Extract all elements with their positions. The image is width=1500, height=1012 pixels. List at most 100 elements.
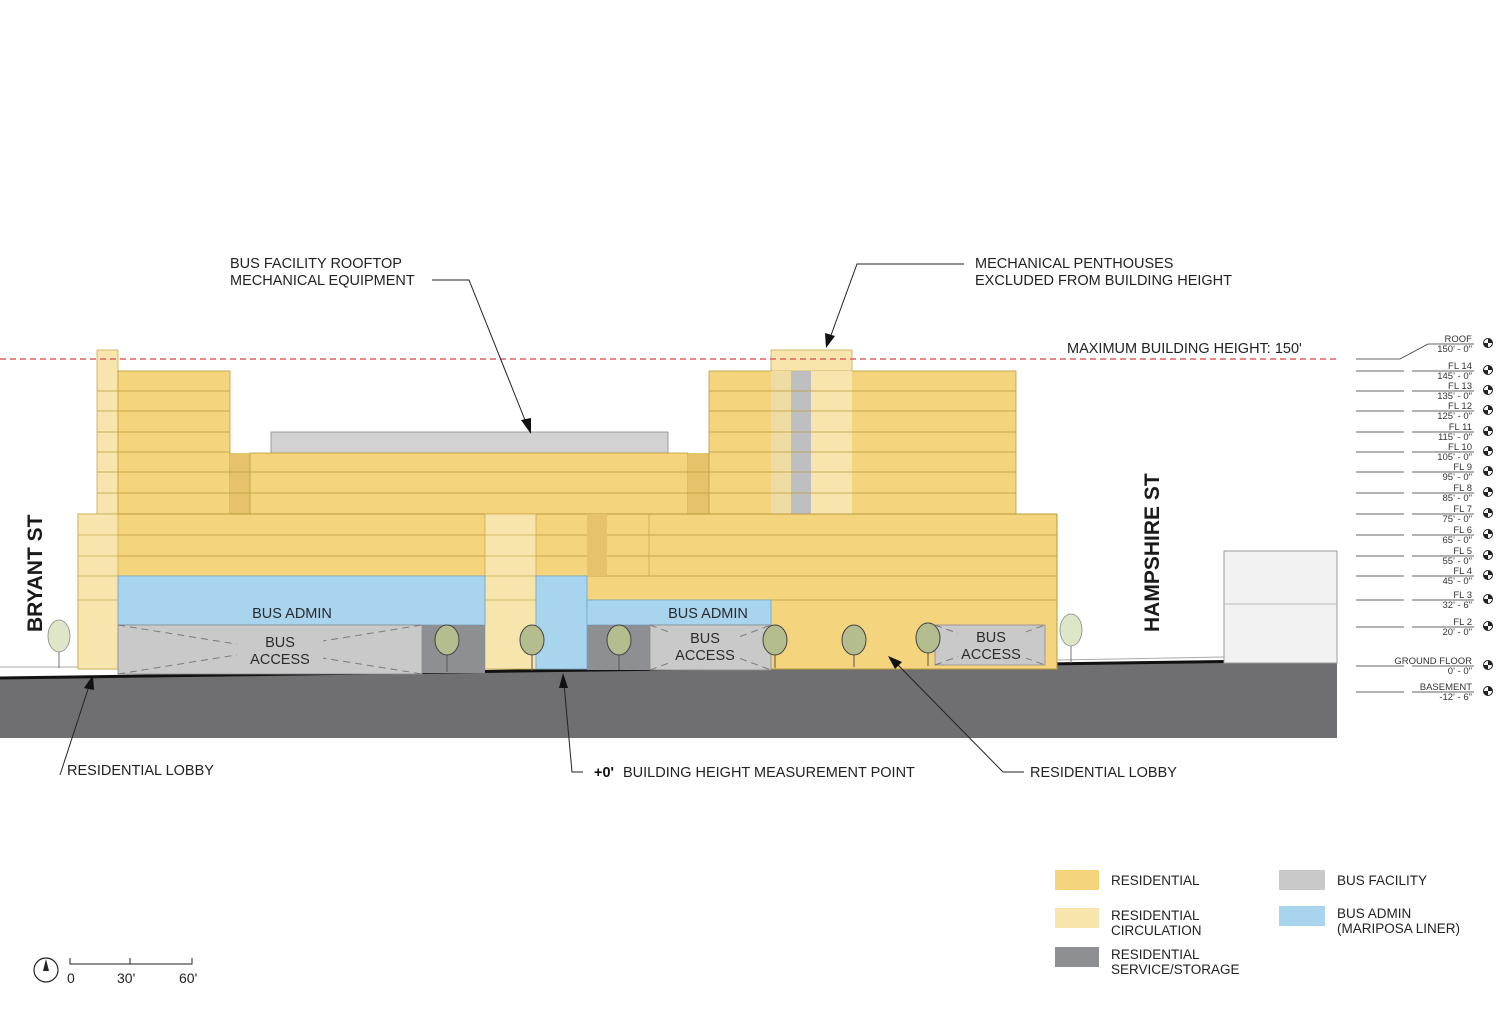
bus-access-1-label-a: BUS — [265, 635, 295, 651]
level-name: FL 11 — [1449, 422, 1472, 433]
street-hampshire: HAMPSHIRE ST — [1141, 473, 1164, 632]
level-elevation: 55' - 0" — [1443, 556, 1472, 567]
tree-icon — [434, 624, 460, 672]
bus-admin-block-center — [535, 575, 588, 670]
level-elevation: 45' - 0" — [1443, 576, 1472, 587]
level-elevation: 105' - 0" — [1437, 452, 1472, 463]
center-bar-shadow — [230, 453, 250, 514]
level-name: FL 6 — [1453, 525, 1472, 536]
podium-shadow-center — [587, 514, 607, 576]
legend-label-bus-facility: BUS FACILITY — [1337, 873, 1428, 888]
center-bar — [249, 452, 689, 515]
rooftop-callout-line2: MECHANICAL EQUIPMENT — [230, 273, 415, 289]
scale-line — [69, 958, 193, 965]
right-tower-circulation-b — [811, 371, 852, 514]
level-name: FL 7 — [1453, 504, 1472, 515]
legend-bus-admin-line2: (MARIPOSA LINER) — [1337, 921, 1461, 936]
level-elevation: 32' - 6" — [1443, 600, 1472, 611]
level-name: FL 14 — [1448, 361, 1472, 372]
legend-swatch-service — [1055, 947, 1099, 967]
measure-point-label: BUILDING HEIGHT MEASUREMENT POINT — [623, 765, 915, 781]
level-marker: BASEMENT-12' - 6" — [1356, 682, 1493, 703]
rooftop-callout-line1: BUS FACILITY ROOFTOP — [230, 256, 402, 272]
bus-access-3-label-b: ACCESS — [961, 647, 1021, 663]
bus-admin-block-1 — [117, 575, 486, 626]
lobby-left-leader — [59, 685, 90, 776]
bus-access-3-label-bg — [958, 628, 1026, 662]
level-name: FL 8 — [1453, 483, 1472, 494]
level-marker: FL 665' - 0" — [1356, 525, 1493, 546]
legend-circulation-line1: RESIDENTIAL — [1111, 908, 1200, 923]
level-elevation: 125' - 0" — [1437, 411, 1472, 422]
legend-swatch-bus-facility — [1279, 870, 1325, 890]
tree-icon — [47, 619, 71, 668]
measure-point-leader — [563, 683, 583, 773]
arrowhead-icon — [521, 418, 531, 434]
legend-bus-facility: BUS FACILITY — [1279, 870, 1487, 890]
level-name: GROUND FLOOR — [1394, 656, 1472, 667]
level-name: FL 4 — [1453, 566, 1472, 577]
level-elevation: -12' - 6" — [1439, 692, 1472, 703]
bus-access-2-label-bg — [670, 628, 740, 664]
tree-icon — [762, 624, 788, 668]
arrowhead-icon — [888, 656, 902, 669]
level-name: FL 2 — [1453, 617, 1472, 628]
street-trees — [47, 613, 1083, 672]
level-target-icon — [1483, 594, 1493, 604]
level-target-icon — [1483, 487, 1493, 497]
level-name: FL 5 — [1453, 546, 1472, 557]
scale-tick-30: 30' — [117, 970, 135, 986]
level-elevation: 75' - 0" — [1443, 514, 1472, 525]
tree-icon — [841, 624, 867, 667]
level-marker: FL 445' - 0" — [1356, 566, 1493, 587]
level-target-icon — [1483, 338, 1493, 348]
level-elevation: 85' - 0" — [1443, 493, 1472, 504]
level-elevation: 145' - 0" — [1437, 371, 1472, 382]
legend-circulation-line2: CIRCULATION — [1111, 923, 1202, 938]
level-target-icon — [1483, 446, 1493, 456]
bus-access-1-label-b: ACCESS — [250, 652, 310, 668]
level-marker: FL 885' - 0" — [1356, 483, 1493, 504]
arrowhead-icon — [559, 673, 568, 688]
ground-section — [0, 660, 1337, 738]
arrowhead-icon — [84, 675, 94, 690]
level-marker: FL 995' - 0" — [1356, 462, 1493, 483]
legend-label-bus-admin: BUS ADMIN(MARIPOSA LINER) — [1337, 906, 1487, 936]
bus-access-1-label-bg — [237, 632, 323, 668]
legend-swatch-circulation — [1055, 908, 1099, 928]
north-arrow-icon — [33, 957, 59, 983]
level-target-icon — [1483, 405, 1493, 415]
right-tower-floor-lines — [709, 390, 1016, 494]
center-bar-shadow-right — [688, 453, 709, 514]
level-marker: FL 220' - 0" — [1356, 617, 1493, 638]
bus-admin-label-1: BUS ADMIN — [252, 606, 332, 622]
legend-swatch-bus-admin — [1279, 906, 1325, 926]
legend-service-line2: SERVICE/STORAGE — [1111, 962, 1240, 977]
scale-bar: 0 30' 60' — [33, 957, 197, 986]
right-tower-circulation-a — [771, 371, 791, 514]
bus-admin-label-2: BUS ADMIN — [668, 606, 748, 622]
lobby-left-label: RESIDENTIAL LOBBY — [67, 763, 214, 779]
bus-access-1-hatch — [117, 624, 423, 675]
scale-tick-0: 0 — [67, 970, 75, 986]
bus-access-2-label-b: ACCESS — [675, 648, 735, 664]
level-elevation: 20' - 0" — [1443, 627, 1472, 638]
level-elevation: 65' - 0" — [1443, 535, 1472, 546]
level-name: ROOF — [1445, 334, 1473, 345]
level-target-icon — [1483, 660, 1493, 670]
tree-icon — [519, 624, 545, 671]
level-name: FL 12 — [1448, 401, 1472, 412]
neighbor-building — [1223, 550, 1338, 664]
max-height-label: MAXIMUM BUILDING HEIGHT: 150' — [1067, 341, 1302, 357]
podium-circulation-left — [77, 513, 119, 670]
right-tower-service-core — [791, 371, 811, 514]
